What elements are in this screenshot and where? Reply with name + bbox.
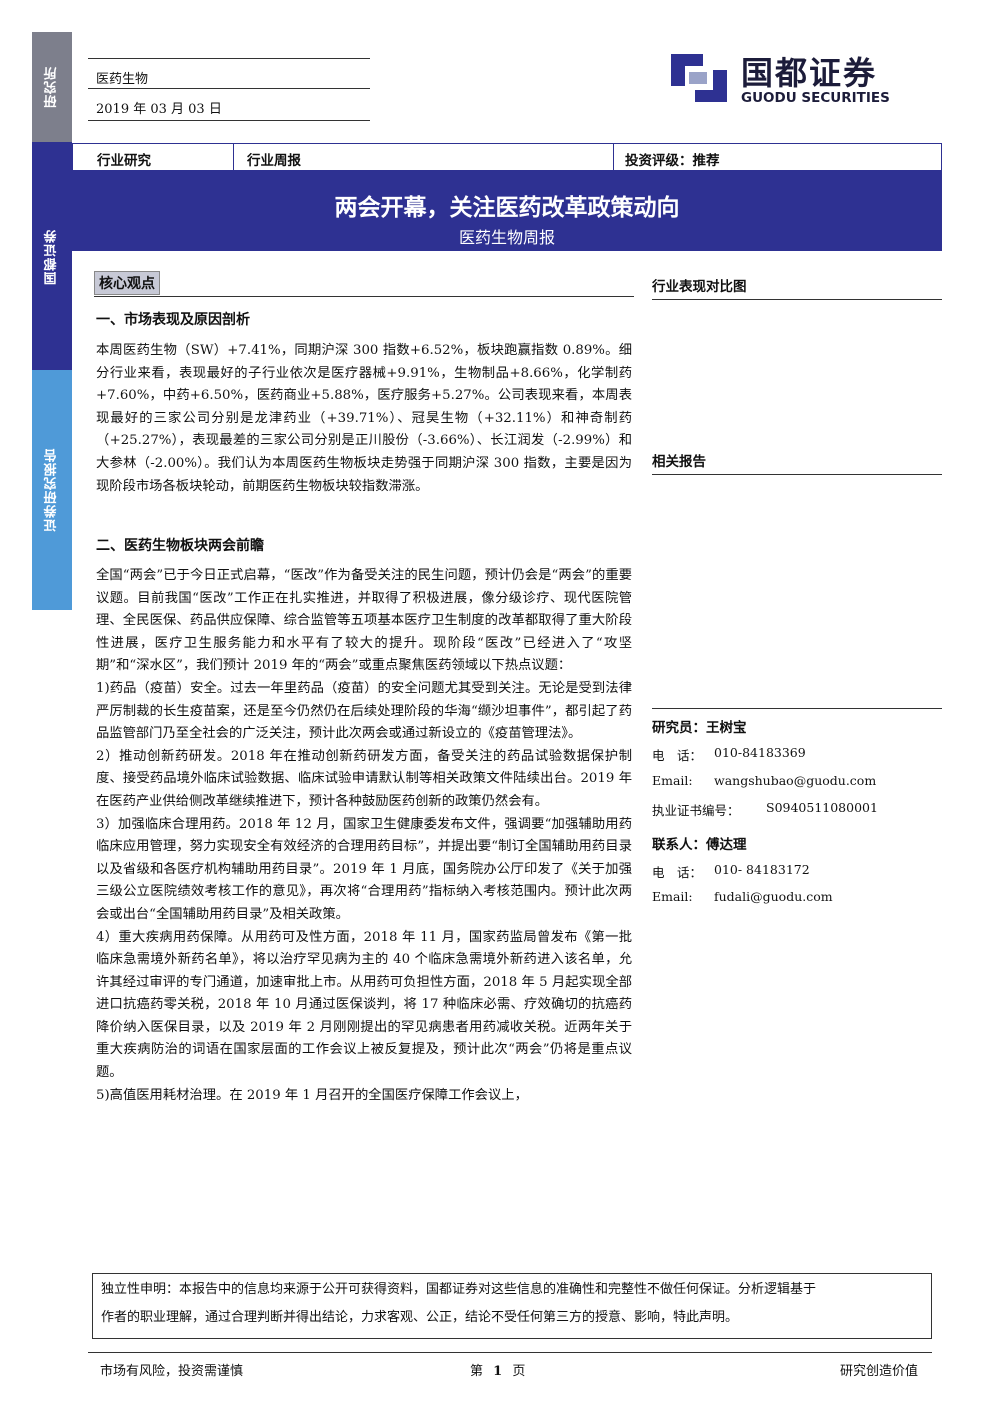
contact-email[interactable]: fudali@guodu.com <box>714 889 833 904</box>
sidebar-label-research: 研究所 <box>44 66 60 108</box>
sidebar-strip-company: 国都证券 <box>32 142 72 370</box>
analyst-phone-label: 电 话： <box>652 748 703 763</box>
section-title: 一、市场表现及原因剖析 <box>96 312 250 328</box>
related-reports-title: 相关报告 <box>652 450 942 475</box>
analyst-email-label: Email: <box>652 773 693 788</box>
report-subtitle: 医药生物周报 <box>458 228 555 247</box>
header-rule-top <box>88 58 370 59</box>
paragraph-text: 4）重大疾病用药保障。从用药可及性方面，2018 年 11 月，国家药监局曾发布… <box>96 929 632 1081</box>
logo-text-cn: 国都证券 <box>741 54 878 92</box>
footer-rule <box>88 1352 932 1353</box>
disclaimer-box: 独立性申明：本报告中的信息均来源于公开可获得资料，国都证券对这些信息的准确性和完… <box>92 1273 932 1339</box>
disclaimer-line: 作者的职业理解，通过合理判断并得出结论，力求客观、公正，结论不受任何第三方的授意… <box>101 1310 739 1325</box>
paragraph-text: 2）推动创新药研发。2018 年在推动创新药研发方面，备受关注的药品试验数据保护… <box>96 748 632 809</box>
header-category: 医药生物 <box>96 72 149 87</box>
page-number: 1 <box>493 1364 503 1379</box>
license-label: 执业证书编号： <box>652 803 740 818</box>
contact-name: 联系人：傅达理 <box>652 837 747 853</box>
header-date: 2019 年 03 月 03 日 <box>96 102 222 117</box>
report-title: 两会开幕，关注医药改革政策动向 <box>334 195 680 221</box>
company-logo: 国都证券 GUODU SECURITIES <box>667 46 927 112</box>
title-banner: 两会开幕，关注医药改革政策动向 医药生物周报 <box>72 171 942 251</box>
header-rule-middle <box>88 88 370 89</box>
analyst-name: 研究员：王树宝 <box>652 720 747 736</box>
paragraph-text: 3）加强临床合理用药。2018 年 12 月，国家卫生健康委发布文件，强调要“加… <box>96 816 632 922</box>
sidebar-strip-research: 研究所 <box>32 32 72 142</box>
analyst-phone: 010-84183369 <box>714 745 806 760</box>
report-type: 行业研究 <box>97 153 151 169</box>
logo-text-en: GUODU SECURITIES <box>741 90 890 106</box>
sidebar-strip-report: 证券研究报告 <box>32 370 72 610</box>
footer-page: 第 1 页 <box>470 1360 525 1379</box>
section-paragraph: 本周医药生物（SW）+7.41%，同期沪深 300 指数+6.52%，板块跑赢指… <box>96 340 632 498</box>
info-bar-divider <box>233 144 234 170</box>
contact-phone-label: 电 话： <box>652 865 703 880</box>
disclaimer-line: 独立性申明：本报告中的信息均来源于公开可获得资料，国都证券对这些信息的准确性和完… <box>101 1282 817 1297</box>
chart-section-title: 行业表现对比图 <box>652 275 942 300</box>
report-kind: 行业周报 <box>247 153 301 169</box>
investment-rating: 投资评级：推荐 <box>625 153 720 169</box>
contact-phone: 010- 84183172 <box>714 862 810 877</box>
contact-email-label: Email: <box>652 889 693 904</box>
paragraph-text: 5)高值医用耗材治理。在 2019 年 1 月召开的全国医疗保障工作会议上， <box>96 1087 528 1103</box>
section-paragraphs: 全国“两会”已于今日正式启幕，“医改”作为备受关注的民生问题，预计仍会是“两会”… <box>96 565 632 1107</box>
analyst-email[interactable]: wangshubao@guodu.com <box>714 773 877 788</box>
analyst-rule <box>652 708 942 709</box>
report-info-bar: 行业研究 行业周报 投资评级：推荐 <box>72 143 942 171</box>
logo-mark-icon <box>671 54 727 102</box>
core-view-label: 核心观点 <box>94 271 160 295</box>
sidebar-label-report: 证券研究报告 <box>44 448 60 532</box>
info-bar-divider <box>613 144 614 170</box>
page-prefix: 第 <box>470 1364 484 1379</box>
paragraph-text: 1)药品（疫苗）安全。过去一年里药品（疫苗）的安全问题尤其受到关注。无论是受到法… <box>96 680 632 742</box>
page-suffix: 页 <box>512 1364 526 1379</box>
paragraph-text: 全国“两会”已于今日正式启幕，“医改”作为备受关注的民生问题，预计仍会是“两会”… <box>96 568 632 674</box>
header-rule-bottom <box>88 120 370 121</box>
sidebar-label-company: 国都证券 <box>44 229 60 285</box>
footer-risk-note: 市场有风险，投资需谨慎 <box>100 1364 244 1379</box>
footer-slogan: 研究创造价值 <box>840 1364 919 1379</box>
paragraph-text: 本周医药生物（SW）+7.41%，同期沪深 300 指数+6.52%，板块跑赢指… <box>96 343 632 494</box>
section-title: 二、医药生物板块两会前瞻 <box>96 538 264 554</box>
license-number: S0940511080001 <box>766 800 878 815</box>
core-rule <box>94 296 634 297</box>
